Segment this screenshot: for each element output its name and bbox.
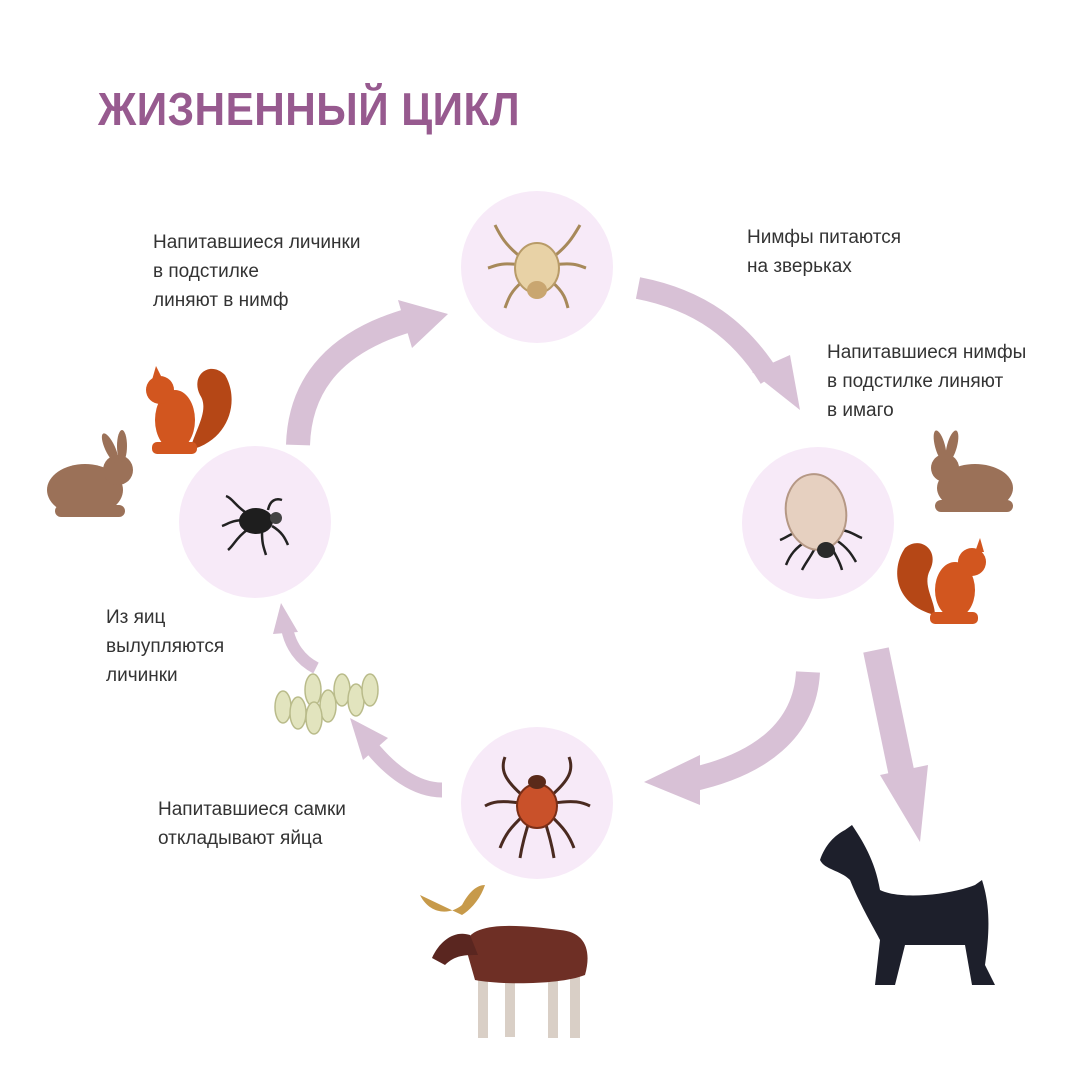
label-nymphs-molt: Напитавшиеся нимфы в подстилке линяют в … — [827, 342, 1027, 421]
arrow-to-dog — [863, 647, 918, 793]
rabbit-icon — [931, 430, 1013, 512]
label-eggs-hatch: Из яиц вылупляются личинки — [106, 607, 225, 686]
dog-icon — [820, 825, 995, 985]
eggs-icon — [274, 673, 379, 735]
arrow-eggs-to-larva — [281, 626, 319, 674]
rabbit-icon — [47, 430, 133, 517]
arrow-larva-to-nymph — [286, 308, 414, 446]
arrowhead-icon — [644, 755, 700, 805]
arrowhead-icon — [350, 718, 388, 760]
arrowhead-icon — [273, 603, 298, 634]
label-larvae-molt: Напитавшиеся личинки в подстилке линяют … — [153, 232, 361, 311]
squirrel-icon — [897, 538, 986, 624]
arrow-female-to-adult — [687, 670, 820, 792]
label-nymphs-feed: Нимфы питаются на зверьках — [747, 227, 902, 277]
squirrel-icon — [146, 366, 232, 454]
moose-icon — [420, 885, 588, 1038]
arrowhead-icon — [880, 765, 928, 842]
arrow-adult-to-eggs — [366, 743, 443, 798]
arrowhead-icon — [752, 355, 800, 410]
label-females-lay: Напитавшиеся самки откладывают яйца — [158, 799, 346, 849]
page-title: ЖИЗНЕННЫЙ ЦИКЛ — [98, 83, 521, 135]
arrow-nymph-to-female — [635, 277, 780, 384]
arrowhead-icon — [398, 300, 448, 348]
